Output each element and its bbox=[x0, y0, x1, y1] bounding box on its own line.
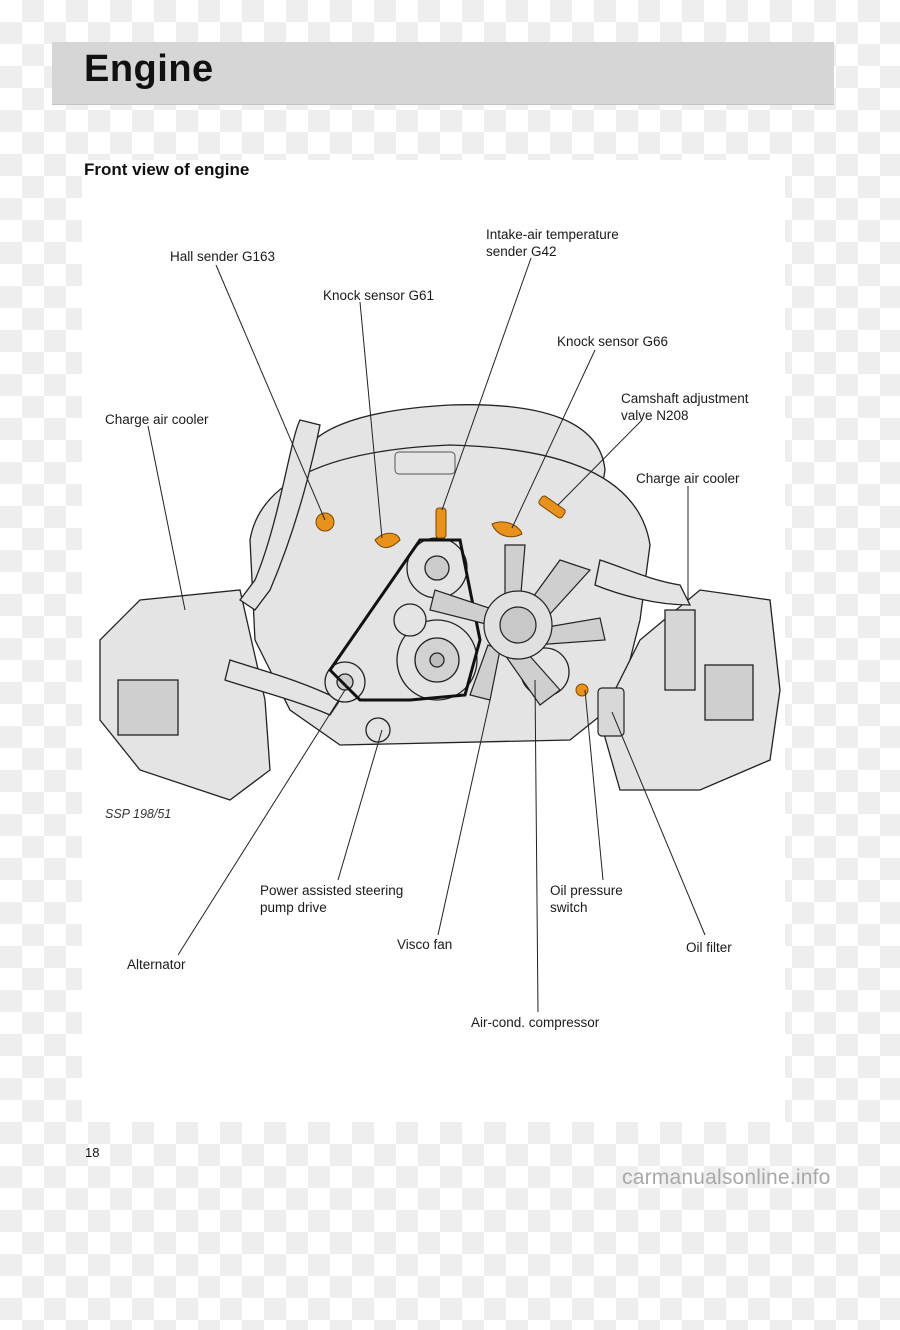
oil-filter bbox=[597, 687, 625, 737]
label-charge-air-cooler-left: Charge air cooler bbox=[105, 412, 209, 427]
intake-temp-sensor-icon bbox=[435, 507, 447, 539]
left-charge-air-cooler bbox=[99, 589, 271, 801]
oil-pressure-switch-icon bbox=[575, 683, 589, 697]
visco-fan bbox=[429, 544, 606, 706]
label-intake-air-temperature-sender: Intake-air temperature sender G42 bbox=[486, 227, 619, 259]
label-visco-fan: Visco fan bbox=[397, 937, 453, 952]
label-air-cond-compressor: Air-cond. compressor bbox=[471, 1015, 600, 1030]
page-title: Engine bbox=[84, 48, 214, 90]
label-camshaft-adjustment-valve: Camshaft adjustment valve N208 bbox=[621, 391, 749, 423]
label-alternator: Alternator bbox=[127, 957, 186, 972]
camshaft-valve-icon bbox=[538, 495, 566, 519]
header-bar: Engine bbox=[52, 42, 834, 104]
tensioner-pulley bbox=[393, 603, 427, 637]
page-number: 18 bbox=[85, 1145, 100, 1160]
label-oil-pressure-switch: Oil pressure switch bbox=[550, 883, 623, 915]
right-intake-pipe bbox=[594, 559, 692, 606]
label-charge-air-cooler-right: Charge air cooler bbox=[636, 471, 740, 486]
knock-sensor-g61-icon bbox=[374, 532, 401, 548]
label-knock-sensor-g66: Knock sensor G66 bbox=[557, 334, 669, 349]
lower-pipe bbox=[224, 659, 341, 716]
left-intake-pipe bbox=[239, 419, 321, 611]
label-hall-sender: Hall sender G163 bbox=[170, 249, 276, 264]
knock-sensor-g66-icon bbox=[491, 521, 523, 538]
section-title: Front view of engine bbox=[84, 160, 250, 179]
label-power-steering-pump-drive: Power assisted steering pump drive bbox=[260, 883, 404, 915]
power-steering-pulley bbox=[365, 717, 391, 743]
v8-logo bbox=[394, 451, 456, 475]
label-oil-filter: Oil filter bbox=[686, 940, 732, 955]
watermark: carmanualsonline.info bbox=[622, 1166, 831, 1189]
label-knock-sensor-g61: Knock sensor G61 bbox=[323, 288, 435, 303]
illustration-reference: SSP 198/51 bbox=[105, 807, 172, 821]
hall-sender-icon bbox=[315, 512, 335, 532]
